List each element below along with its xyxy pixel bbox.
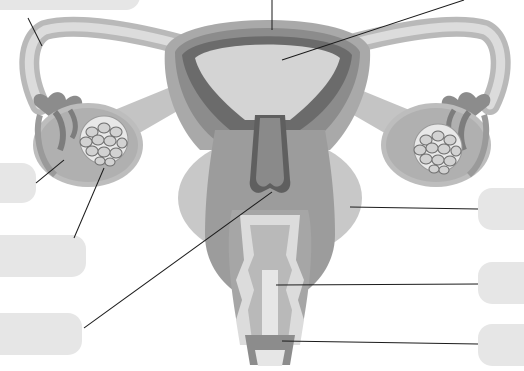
leader-vaginal-opening	[282, 341, 478, 344]
label-box-left-middle	[0, 235, 86, 277]
label-box-left-lower	[0, 313, 82, 355]
label-box-right-lower	[478, 324, 524, 366]
label-box-top-left	[0, 0, 140, 10]
label-box-right-upper	[478, 188, 524, 230]
label-box-right-middle	[478, 262, 524, 304]
label-box-left-upper	[0, 163, 36, 203]
leader-cervix-wall	[350, 207, 478, 209]
vaginal-canal	[229, 210, 312, 366]
